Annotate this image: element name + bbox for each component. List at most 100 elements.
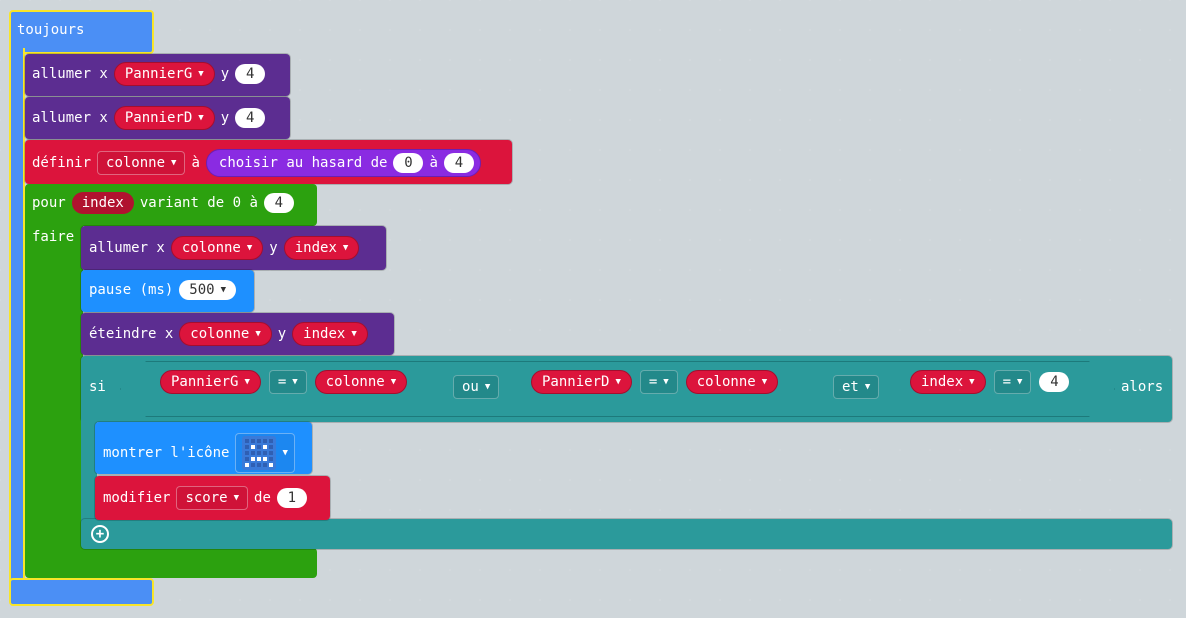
random-to-input[interactable]: 4 [443,153,474,173]
led-plot-3-y-label: y [269,240,278,256]
cond2-right-value: colonne [696,374,756,390]
led-plot-3-y-dropdown[interactable]: index ▼ [283,236,360,260]
chevron-down-icon: ▼ [220,285,227,295]
chevron-down-icon: ▼ [761,377,768,387]
for-loop-to-input[interactable]: 4 [263,193,294,213]
led-plot-row-2: allumer x PannierD▼ y 4 [32,106,266,130]
led-plot-3-x-value: colonne [181,240,241,256]
chevron-down-icon: ▼ [390,377,397,387]
sad-face-icon [242,436,277,470]
show-icon-label: montrer l'icône [103,445,230,461]
random-between-label: à [429,155,438,171]
pause-label: pause (ms) [89,282,174,298]
if-label-row: si [89,379,106,395]
led-unplot-x-dropdown[interactable]: colonne ▼ [179,322,272,346]
cond3-left-value: index [921,374,964,390]
chevron-down-icon: ▼ [351,329,357,339]
forever-block-bottom [9,578,154,606]
pause-value: 500 [189,282,215,298]
led-unplot-y-value: index [303,326,346,342]
chevron-down-icon: ▼ [198,69,204,79]
change-variable-var-dropdown[interactable]: score▼ [176,486,249,510]
cond1-left-value: PannierG [171,374,239,390]
change-variable-by-label: de [254,490,271,506]
led-plot-1-y-input[interactable]: 4 [235,64,266,84]
cond3-op-value: = [1002,374,1012,390]
show-icon-row: montrer l'icône ▼ [103,433,295,473]
led-unplot-label: éteindre x [89,326,174,342]
led-plot-1-label: allumer x [32,66,108,82]
forever-label: toujours [17,22,85,38]
or-hexagon-outline [120,361,1115,417]
chevron-down-icon: ▼ [864,382,871,392]
then-label-row: alors [1121,379,1163,395]
led-unplot-x-value: colonne [190,326,250,342]
chevron-down-icon: ▼ [292,377,298,387]
cond3-op-dropdown[interactable]: =▼ [993,370,1032,394]
show-icon-dropdown[interactable]: ▼ [235,433,295,473]
for-loop-label: pour [32,195,66,211]
chevron-down-icon: ▼ [246,243,253,253]
set-variable-row: définir colonne▼ à choisir au hasard de … [32,149,481,177]
led-plot-3-label: allumer x [89,240,165,256]
chevron-down-icon: ▼ [615,377,621,387]
chevron-down-icon: ▼ [171,158,177,168]
for-loop-range-label: variant de 0 à [139,195,258,211]
cond2-right-dropdown[interactable]: colonne ▼ [685,370,779,394]
for-loop-do-row: faire [32,229,74,245]
chevron-down-icon: ▼ [282,448,288,458]
led-plot-1-y-label: y [220,66,230,82]
random-block[interactable]: choisir au hasard de 0 à 4 [205,149,481,177]
led-unplot-row: éteindre x colonne▼ y index▼ [89,322,368,346]
forever-label-row: toujours [17,22,84,38]
led-plot-row-3: allumer x colonne ▼ y index ▼ [89,236,360,260]
compare-block-3[interactable]: index▼ =▼ 4 [910,370,1070,394]
led-plot-1-x-value: PannierG [124,66,193,82]
for-loop-row: pour index variant de 0 à 4 [32,192,294,214]
led-unplot-y-dropdown[interactable]: index ▼ [292,322,368,346]
pause-value-dropdown[interactable]: 500 ▼ [179,280,237,300]
chevron-down-icon: ▼ [1017,377,1023,387]
led-plot-1-x-dropdown[interactable]: PannierG ▼ [113,62,215,86]
pause-row: pause (ms) 500 ▼ [89,280,237,300]
or-op-value: ou [462,379,479,395]
or-op-dropdown[interactable]: ou ▼ [453,375,500,399]
forever-block-spine [9,48,25,588]
add-else-plus-icon[interactable]: + [91,525,109,543]
cond2-left-dropdown[interactable]: PannierD ▼ [531,370,632,394]
change-variable-var-value: score [185,490,228,506]
chevron-down-icon: ▼ [969,377,975,387]
cond1-op-dropdown[interactable]: =▼ [268,370,307,394]
set-variable-to-label: à [191,155,200,171]
random-from-input[interactable]: 0 [393,153,424,173]
cond1-right-dropdown[interactable]: colonne▼ [314,370,408,394]
cond3-left-dropdown[interactable]: index ▼ [910,370,986,394]
cond2-op-value: = [648,374,658,390]
chevron-down-icon: ▼ [244,377,250,387]
chevron-down-icon: ▼ [342,243,349,253]
cond1-left-dropdown[interactable]: PannierG ▼ [160,370,261,394]
cond3-right-input[interactable]: 4 [1039,372,1070,392]
random-label: choisir au hasard de [218,155,388,171]
cond1-op-value: = [277,374,287,390]
cond2-op-dropdown[interactable]: =▼ [639,370,678,394]
compare-block-2[interactable]: PannierD ▼ =▼ colonne ▼ [531,370,779,394]
set-variable-var-dropdown[interactable]: colonne▼ [97,151,186,175]
and-op-value: et [842,379,859,395]
compare-block-1[interactable]: PannierG▼ =▼ colonne▼ [160,370,408,394]
led-plot-3-x-dropdown[interactable]: colonne ▼ [170,236,264,260]
if-block-spine [81,416,97,526]
led-plot-3-y-value: index [294,240,337,256]
if-block-bottom [81,519,1172,549]
for-loop-var[interactable]: index [71,192,134,214]
chevron-down-icon: ▼ [484,382,491,392]
change-variable-value-input[interactable]: 1 [276,488,307,508]
forever-block-top[interactable] [9,10,154,54]
and-op-dropdown[interactable]: et ▼ [833,375,880,399]
led-plot-2-x-dropdown[interactable]: PannierD▼ [113,106,215,130]
change-variable-row: modifier score▼ de 1 [103,486,307,510]
led-plot-2-y-input[interactable]: 4 [235,108,266,128]
cond2-left-value: PannierD [542,374,610,390]
chevron-down-icon: ▼ [255,329,261,339]
